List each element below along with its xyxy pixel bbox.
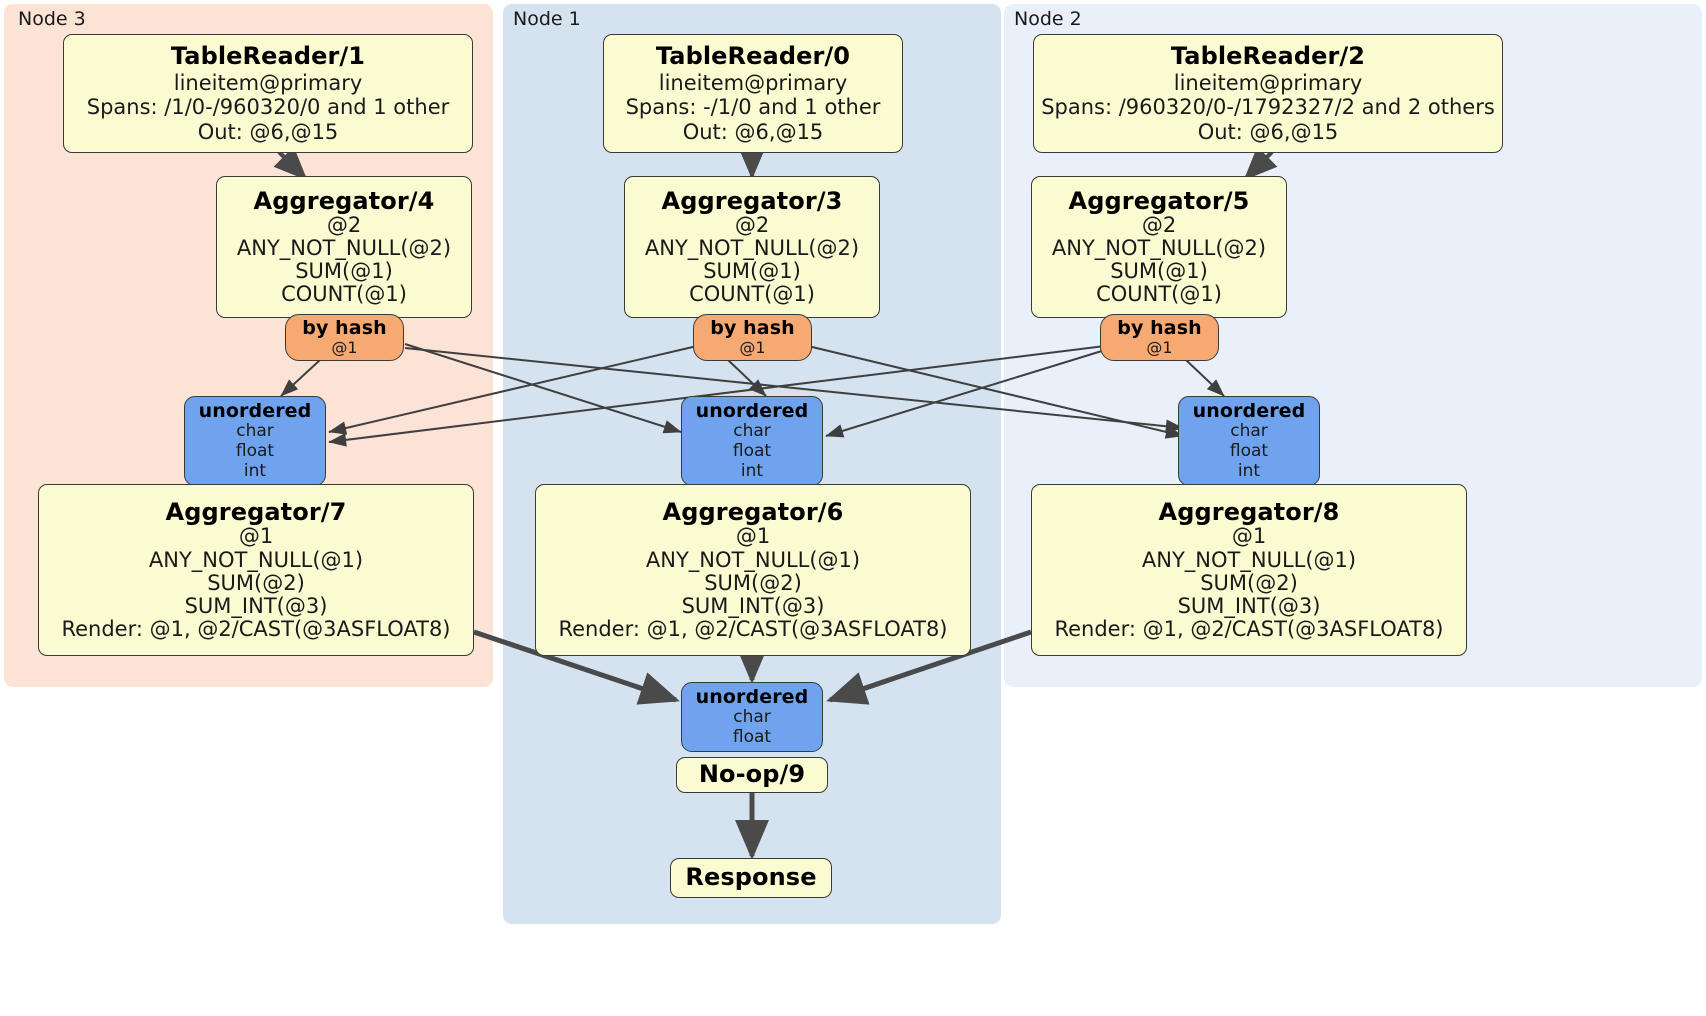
box-aggregator-3[interactable]: Aggregator/3 @2 ANY_NOT_NULL(@2) SUM(@1)… (624, 176, 880, 318)
stream-line: float (1229, 441, 1269, 462)
stream-title: unordered (198, 400, 312, 423)
box-line: Spans: -/1/0 and 1 other (625, 95, 881, 120)
box-line: ANY_NOT_NULL(@1) (645, 547, 861, 572)
box-title: TableReader/2 (1170, 42, 1366, 71)
region-label-node-3: Node 3 (18, 8, 86, 30)
box-line: ANY_NOT_NULL(@2) (1051, 236, 1267, 261)
box-table-reader-1[interactable]: TableReader/1 lineitem@primary Spans: /1… (63, 34, 473, 153)
box-line: SUM(@1) (1110, 259, 1208, 284)
box-line: SUM_INT(@3) (184, 593, 328, 618)
box-aggregator-4[interactable]: Aggregator/4 @2 ANY_NOT_NULL(@2) SUM(@1)… (216, 176, 472, 318)
stream-line: float (732, 441, 772, 462)
box-line: COUNT(@1) (689, 282, 815, 307)
stream-line: char (733, 707, 771, 728)
box-line: SUM(@2) (1200, 570, 1298, 595)
box-line: @1 (1231, 524, 1267, 549)
box-title: Aggregator/3 (661, 186, 843, 215)
box-line: SUM(@2) (207, 570, 305, 595)
box-line: SUM(@2) (704, 570, 802, 595)
box-line: lineitem@primary (173, 70, 363, 95)
box-title: Response (685, 863, 817, 892)
router-line: @1 (739, 338, 766, 358)
stream-line: char (236, 421, 274, 442)
stream-unordered-final[interactable]: unordered char float (681, 682, 823, 752)
box-line: SUM_INT(@3) (681, 593, 825, 618)
router-by-hash-node-1[interactable]: by hash @1 (693, 314, 812, 361)
box-title: No-op/9 (698, 760, 806, 789)
box-no-op-9[interactable]: No-op/9 (676, 757, 828, 793)
box-line: @2 (734, 213, 770, 237)
stream-line: float (235, 441, 275, 462)
box-line: @2 (326, 213, 362, 237)
box-line: Render: @1, @2/CAST(@3ASFLOAT8) (558, 616, 948, 641)
region-label-node-1: Node 1 (513, 8, 581, 30)
box-aggregator-6[interactable]: Aggregator/6 @1 ANY_NOT_NULL(@1) SUM(@2)… (535, 484, 971, 656)
box-line: SUM(@1) (295, 259, 393, 284)
box-aggregator-5[interactable]: Aggregator/5 @2 ANY_NOT_NULL(@2) SUM(@1)… (1031, 176, 1287, 318)
box-line: lineitem@primary (658, 70, 848, 95)
box-line: Render: @1, @2/CAST(@3ASFLOAT8) (1054, 616, 1444, 641)
stream-unordered-node-2[interactable]: unordered char float int (1178, 396, 1320, 486)
box-table-reader-2[interactable]: TableReader/2 lineitem@primary Spans: /9… (1033, 34, 1503, 153)
stream-line: float (732, 727, 772, 748)
box-line: Out: @6,@15 (197, 119, 339, 144)
box-line: Out: @6,@15 (1197, 119, 1339, 144)
box-title: Aggregator/7 (165, 498, 347, 527)
box-line: @2 (1141, 213, 1177, 237)
box-title: Aggregator/5 (1068, 186, 1250, 215)
router-title: by hash (710, 317, 795, 340)
box-line: @1 (238, 524, 274, 549)
box-table-reader-0[interactable]: TableReader/0 lineitem@primary Spans: -/… (603, 34, 903, 153)
box-line: @1 (735, 524, 771, 549)
stream-title: unordered (695, 686, 809, 709)
stream-title: unordered (1192, 400, 1306, 423)
router-title: by hash (302, 317, 387, 340)
box-title: Aggregator/6 (662, 498, 844, 527)
stream-line: int (1237, 460, 1261, 481)
box-title: TableReader/0 (655, 42, 851, 71)
box-line: Spans: /960320/0-/1792327/2 and 2 others (1041, 95, 1495, 120)
router-title: by hash (1117, 317, 1202, 340)
router-by-hash-node-2[interactable]: by hash @1 (1100, 314, 1219, 361)
box-line: COUNT(@1) (281, 282, 407, 307)
router-by-hash-node-3[interactable]: by hash @1 (285, 314, 404, 361)
box-line: ANY_NOT_NULL(@1) (148, 547, 364, 572)
box-title: Aggregator/8 (1158, 498, 1340, 527)
box-aggregator-7[interactable]: Aggregator/7 @1 ANY_NOT_NULL(@1) SUM(@2)… (38, 484, 474, 656)
stream-line: int (243, 460, 267, 481)
router-line: @1 (1146, 338, 1173, 358)
box-title: Aggregator/4 (253, 186, 435, 215)
box-response[interactable]: Response (670, 858, 832, 898)
box-line: Out: @6,@15 (682, 119, 824, 144)
region-label-node-2: Node 2 (1014, 8, 1082, 30)
box-line: ANY_NOT_NULL(@2) (644, 236, 860, 261)
box-line: Spans: /1/0-/960320/0 and 1 other (86, 95, 450, 120)
box-title: TableReader/1 (170, 42, 366, 71)
box-aggregator-8[interactable]: Aggregator/8 @1 ANY_NOT_NULL(@1) SUM(@2)… (1031, 484, 1467, 656)
stream-line: char (1230, 421, 1268, 442)
box-line: Render: @1, @2/CAST(@3ASFLOAT8) (61, 616, 451, 641)
box-line: ANY_NOT_NULL(@2) (236, 236, 452, 261)
box-line: COUNT(@1) (1096, 282, 1222, 307)
router-line: @1 (331, 338, 358, 358)
stream-unordered-node-1[interactable]: unordered char float int (681, 396, 823, 486)
stream-line: int (740, 460, 764, 481)
box-line: SUM(@1) (703, 259, 801, 284)
box-line: SUM_INT(@3) (1177, 593, 1321, 618)
box-line: lineitem@primary (1173, 70, 1363, 95)
box-line: ANY_NOT_NULL(@1) (1141, 547, 1357, 572)
stream-unordered-node-3[interactable]: unordered char float int (184, 396, 326, 486)
stream-line: char (733, 421, 771, 442)
stream-title: unordered (695, 400, 809, 423)
